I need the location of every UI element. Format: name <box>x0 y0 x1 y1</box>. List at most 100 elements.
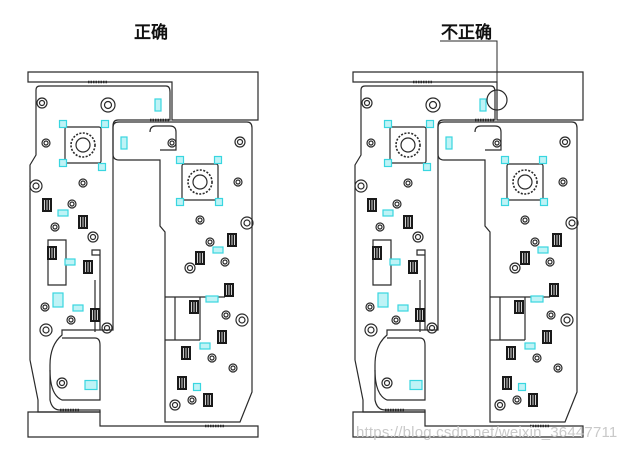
screw-hole-inner <box>103 100 113 110</box>
screw-hole-inner <box>383 379 391 387</box>
screw-hole <box>50 222 60 232</box>
ic-pins <box>49 248 55 258</box>
cyan-pad <box>84 379 98 391</box>
screw-hole-inner <box>555 365 561 371</box>
screw-hole <box>558 177 568 187</box>
screw-hole <box>425 97 441 113</box>
ic-pins <box>551 285 557 295</box>
screw-hole <box>101 322 113 334</box>
screw-hole <box>235 313 249 327</box>
cyan-pad <box>100 119 110 129</box>
screw-hole <box>66 315 76 325</box>
screw-hole <box>381 377 393 389</box>
ic-pins <box>85 262 91 272</box>
ic-pins <box>92 310 98 320</box>
cyan-pad <box>537 246 549 254</box>
screw-hole-inner <box>197 217 203 223</box>
ic-pins <box>504 378 510 388</box>
cyan-pad <box>154 98 162 112</box>
cyan-pad <box>524 342 536 350</box>
cyan-pad <box>538 155 548 165</box>
screw-hole <box>36 97 48 109</box>
cyan-pad <box>383 158 393 168</box>
knob-housing <box>506 163 544 201</box>
section-lines <box>490 296 550 341</box>
cyan-pad <box>52 292 64 308</box>
screw-hole-inner <box>367 304 373 310</box>
screw-hole-inner <box>238 316 246 324</box>
knob-housing <box>389 126 427 164</box>
right-board <box>437 121 578 423</box>
cyan-pad <box>500 197 510 207</box>
screw-hole <box>392 199 402 209</box>
screw-hole <box>559 136 571 148</box>
ic-pins <box>405 217 411 227</box>
screw-hole <box>509 262 521 274</box>
screw-hole-inner <box>209 355 215 361</box>
title-correct: 正确 <box>134 23 168 43</box>
ic-pins <box>44 200 50 210</box>
screw-hole <box>391 315 401 325</box>
left-inner-lines <box>47 239 96 332</box>
section-lines <box>165 296 225 341</box>
ic-pins <box>191 302 197 312</box>
ic-pins <box>80 217 86 227</box>
screw-hole <box>184 262 196 274</box>
cyan-pad <box>377 292 389 308</box>
screw-hole <box>87 231 99 243</box>
inner-slot <box>474 125 502 151</box>
screw-hole <box>187 395 197 405</box>
screw-hole <box>426 322 438 334</box>
screw-hole-inner <box>428 100 438 110</box>
screw-hole-inner <box>511 264 519 272</box>
cyan-pad <box>530 295 544 303</box>
incorrect-highlight-circle <box>486 89 508 111</box>
screw-hole <box>520 215 530 225</box>
cyan-pad <box>175 197 185 207</box>
screw-hole-inner <box>186 264 194 272</box>
screw-hole <box>39 323 53 337</box>
pcb-incorrect <box>352 71 584 438</box>
screw-hole-inner <box>69 201 75 207</box>
screw-hole-inner <box>363 99 371 107</box>
screw-hole <box>553 363 563 373</box>
screw-hole-inner <box>103 324 111 332</box>
pcb-correct <box>27 71 259 438</box>
screw-hole <box>169 399 181 411</box>
screw-hole-inner <box>230 365 236 371</box>
ic-pins <box>197 253 203 263</box>
screw-hole-inner <box>568 219 576 227</box>
screw-hole <box>365 302 375 312</box>
screw-hole-inner <box>496 401 504 409</box>
cyan-pad <box>425 119 435 129</box>
screw-hole <box>221 310 231 320</box>
cyan-pad <box>64 258 76 266</box>
screw-hole-inner <box>532 239 538 245</box>
screw-hole-inner <box>32 182 40 190</box>
cyan-pad <box>409 379 423 391</box>
screw-hole-inner <box>393 317 399 323</box>
screw-hole-inner <box>377 224 383 230</box>
ic-pins <box>417 310 423 320</box>
screw-hole <box>100 97 116 113</box>
knob-shaft <box>517 174 533 190</box>
screw-hole-inner <box>52 224 58 230</box>
knob-gear <box>70 132 96 158</box>
bottom-frame <box>27 411 259 438</box>
cyan-pad <box>214 197 224 207</box>
ic-pins <box>530 395 536 405</box>
lower-tab <box>49 337 101 401</box>
cyan-pad <box>517 382 527 392</box>
screw-hole-inner <box>58 379 66 387</box>
connector-ticks <box>385 80 550 428</box>
screw-hole-inner <box>43 140 49 146</box>
screw-hole <box>29 179 43 193</box>
screw-hole-inner <box>428 324 436 332</box>
screw-hole-inner <box>80 180 86 186</box>
screw-hole <box>233 177 243 187</box>
cyan-pad <box>72 304 84 312</box>
screw-hole <box>67 199 77 209</box>
cyan-pad <box>397 304 409 312</box>
screw-hole <box>512 395 522 405</box>
